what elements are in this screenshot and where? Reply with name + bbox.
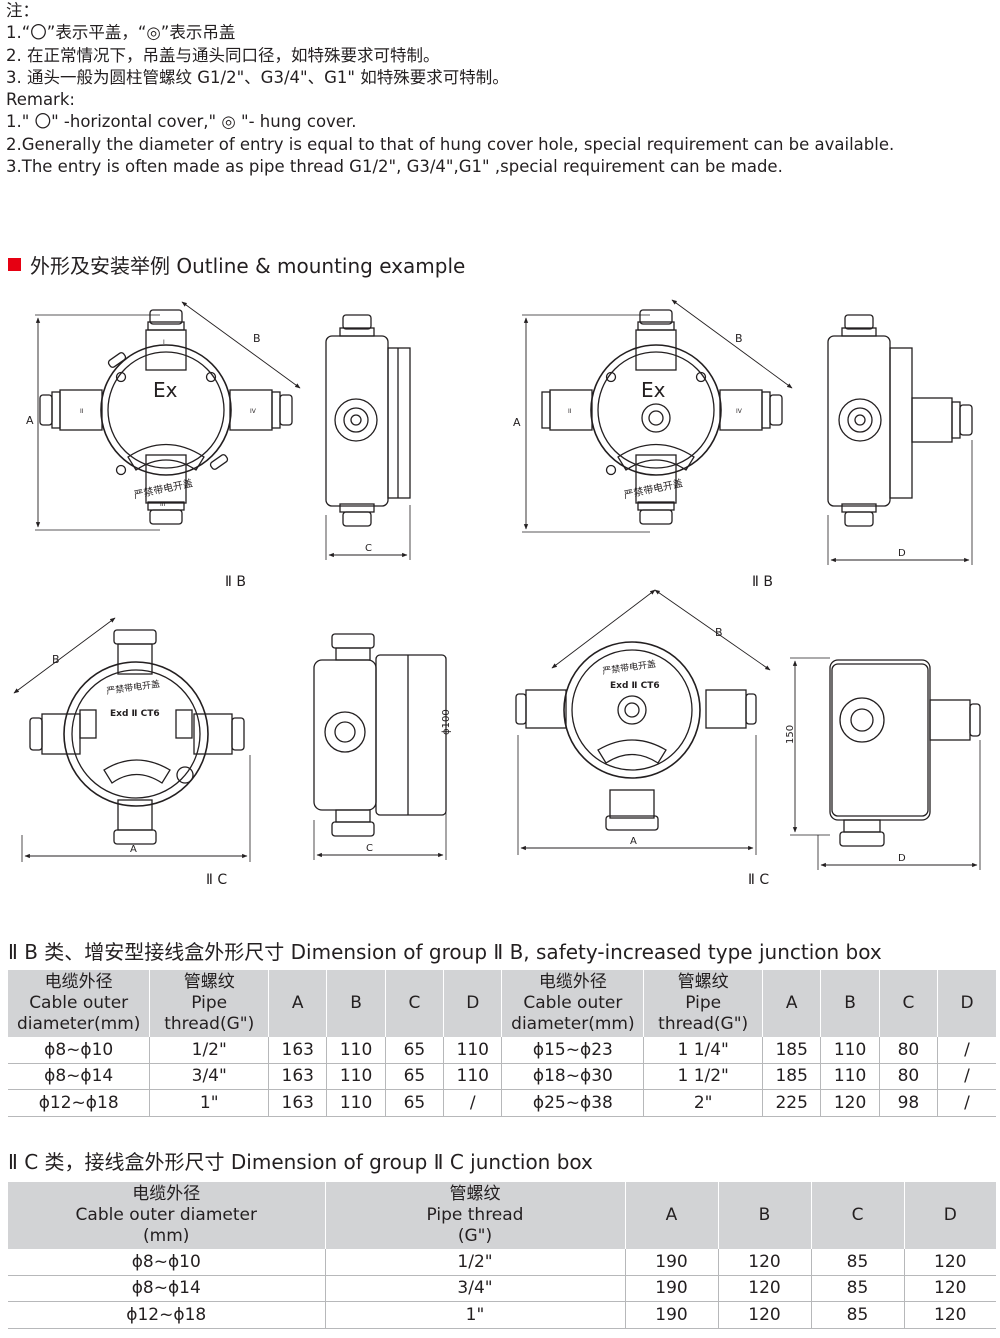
fig-label-iib-right: Ⅱ B — [752, 574, 773, 590]
col-c: C — [878, 970, 938, 1037]
svg-text:B: B — [715, 626, 723, 639]
fig-iib-side-c: C — [325, 314, 411, 560]
fig-iic-side-c: ϕ100 C — [313, 633, 452, 860]
svg-text:A: A — [630, 836, 637, 847]
svg-text:Ex: Ex — [641, 378, 666, 402]
col-d: D — [443, 970, 502, 1037]
svg-text:II: II — [568, 408, 572, 415]
svg-text:A: A — [130, 844, 137, 855]
svg-text:严禁带电开盖: 严禁带电开盖 — [623, 476, 684, 501]
svg-text:B: B — [52, 653, 60, 666]
fig-label-iic-left: Ⅱ C — [206, 872, 227, 888]
fig-label-iib-left: Ⅱ B — [225, 574, 246, 590]
fig-iic-side-d: 150 D — [785, 657, 981, 870]
exd-mark: Exd Ⅱ CT6 — [110, 709, 160, 719]
notes-heading: 注： — [6, 1, 39, 20]
table-b-title: Ⅱ B 类、增安型接线盒外形尺寸 Dimension of group Ⅱ B,… — [8, 940, 882, 964]
svg-text:II: II — [80, 408, 84, 415]
col-b: B — [820, 970, 880, 1037]
col-d: D — [937, 970, 996, 1037]
ex-mark: Ex — [153, 378, 178, 402]
svg-text:严禁带电开盖: 严禁带电开盖 — [106, 678, 161, 697]
remark-heading: Remark: — [6, 90, 75, 110]
table-c-title: Ⅱ C 类，接线盒外形尺寸 Dimension of group Ⅱ C jun… — [8, 1150, 593, 1174]
dim-b-label: B — [253, 332, 261, 345]
remark-line-1: 1." 〇" -horizontal cover," ◎ "- hung cov… — [6, 112, 357, 132]
remark-line-3: 3.The entry is often made as pipe thread… — [6, 157, 783, 177]
col-c: C — [384, 970, 444, 1037]
section-marker-icon — [8, 258, 21, 271]
col-b: B — [326, 970, 386, 1037]
fig-iib-front-right: A B Ex 严禁带电开盖 II IV — [513, 299, 793, 533]
dim-150-label: 150 — [785, 725, 796, 744]
svg-text:III: III — [160, 501, 166, 508]
note-line-2-cn: 2. 在正常情况下，吊盖与通头同口径，如特殊要求可特制。 — [6, 45, 440, 65]
warning-text: 严禁带电开盖 — [133, 476, 194, 501]
outline-drawings: A B Ex 严禁带电开盖 I II III IV — [13, 299, 981, 888]
col-c: C — [810, 1182, 904, 1249]
svg-text:严禁带电开盖: 严禁带电开盖 — [602, 658, 657, 677]
note-line-3-cn: 3. 通头一般为圆柱管螺纹 G1/2"、G3/4"、G1" 如特殊要求可特制。 — [6, 67, 509, 87]
section-title: 外形及安装举例 Outline & mounting example — [30, 254, 466, 278]
svg-text:IV: IV — [736, 408, 743, 415]
notes-block: 注： 1.“〇”表示平盖，“◎”表示吊盖 2. 在正常情况下，吊盖与通头同口径，… — [6, 0, 996, 178]
svg-text:D: D — [898, 853, 906, 864]
svg-text:Exd Ⅱ CT6: Exd Ⅱ CT6 — [610, 681, 660, 691]
fig-iic-front-left: B 严禁带电开盖 Exd Ⅱ CT6 A — [13, 617, 251, 862]
dim-a-label: A — [26, 414, 34, 427]
dim-c-label: C — [365, 543, 372, 554]
col-d: D — [903, 1182, 996, 1249]
fig-iib-front-left: A B Ex 严禁带电开盖 I II III IV — [26, 301, 301, 531]
note-line-1-cn: 1.“〇”表示平盖，“◎”表示吊盖 — [6, 23, 236, 43]
svg-text:I: I — [163, 339, 165, 346]
fig-iic-front-right: B 严禁带电开盖 Exd Ⅱ CT6 A — [515, 589, 771, 855]
svg-text:B: B — [735, 332, 743, 345]
dim-phi100-label: ϕ100 — [441, 709, 452, 735]
col-b: B — [717, 1182, 811, 1249]
col-a: A — [624, 1182, 718, 1249]
svg-text:C: C — [366, 843, 373, 854]
remark-line-2: 2.Generally the diameter of entry is equ… — [6, 134, 895, 154]
col-a: A — [762, 970, 821, 1037]
outline-figures: A B Ex 严禁带电开盖 I II III IV — [0, 280, 1000, 900]
section-header: 外形及安装举例 Outline & mounting example — [8, 250, 465, 279]
fig-iib-side-d: D — [827, 314, 973, 565]
fig-label-iic-right: Ⅱ C — [748, 872, 769, 888]
col-a: A — [268, 970, 327, 1037]
svg-text:IV: IV — [250, 408, 257, 415]
svg-text:A: A — [513, 416, 521, 429]
dim-d-label: D — [898, 548, 906, 559]
